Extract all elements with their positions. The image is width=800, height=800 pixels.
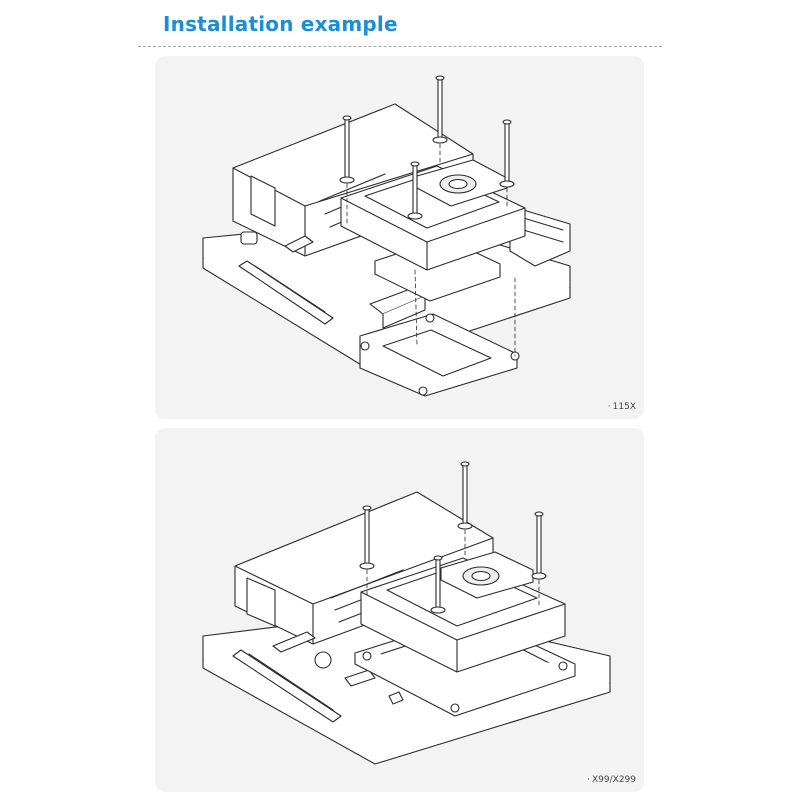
panel-caption: ·X99/X299: [587, 775, 636, 785]
waterblock: [340, 159, 526, 271]
page-title: Installation example: [163, 12, 398, 36]
pcie-slot: [232, 649, 342, 723]
alignment-lines: [366, 529, 540, 609]
alignment-lines: [346, 143, 516, 357]
backplate: [359, 313, 520, 397]
panel-caption: ·115X: [607, 402, 636, 412]
connector-block: [272, 631, 404, 705]
waterblock: [360, 551, 566, 673]
cpu-waterblock-install-diagram-icon: [202, 461, 611, 765]
mounting-screws: [359, 461, 547, 614]
install-panel-x99-x299: ·X99/X299: [155, 428, 644, 792]
cpu-waterblock-install-diagram-icon: [202, 75, 571, 397]
mounting-screws: [339, 75, 515, 220]
title-divider: [138, 46, 662, 47]
pcie-slot: [238, 260, 334, 325]
install-panel-115x: ·115X: [155, 56, 644, 419]
